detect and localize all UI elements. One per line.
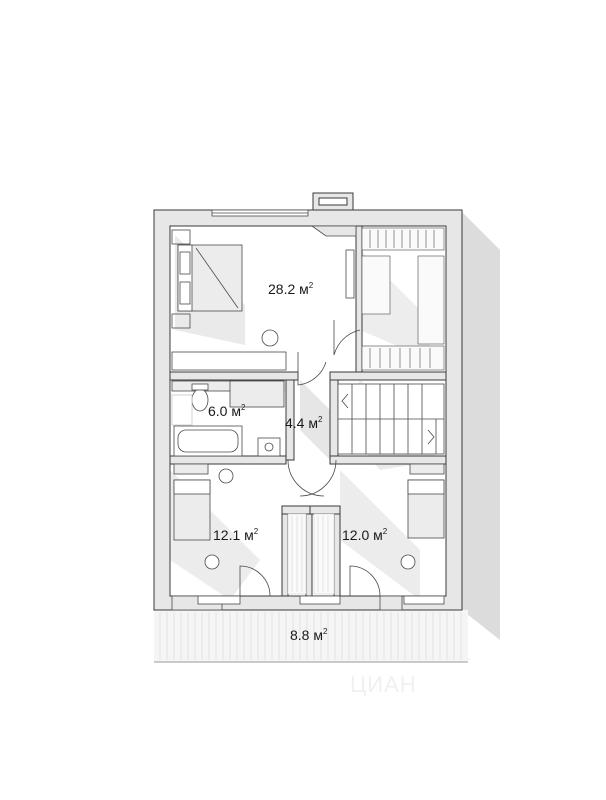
balcony-deck <box>154 610 468 663</box>
area-label-bathroom: 6.0 м2 <box>208 403 246 419</box>
bottom-windows <box>197 595 445 605</box>
area-label-master-bedroom: 28.2 м2 <box>268 281 314 297</box>
hall-doors <box>239 352 381 597</box>
staircase <box>337 383 445 455</box>
walls <box>153 192 463 611</box>
closet <box>287 513 335 595</box>
area-label-bedroom-left: 12.1 м2 <box>213 527 259 543</box>
area-label-hall: 4.4 м2 <box>285 415 323 431</box>
area-label-bedroom-right: 12.0 м2 <box>342 527 388 543</box>
area-label-balcony: 8.8 м2 <box>290 627 328 643</box>
wardrobe-furniture <box>361 227 445 371</box>
master-bedroom-furniture <box>171 209 361 371</box>
area-labels: 28.2 м2 6.0 м2 4.4 м2 12.1 м2 12.0 м2 8.… <box>208 281 388 643</box>
bedroom-left-furniture <box>171 463 234 611</box>
bathroom-fixtures <box>171 380 285 457</box>
bedroom-right-furniture <box>379 463 445 611</box>
watermark: ЦИАН <box>350 672 417 697</box>
